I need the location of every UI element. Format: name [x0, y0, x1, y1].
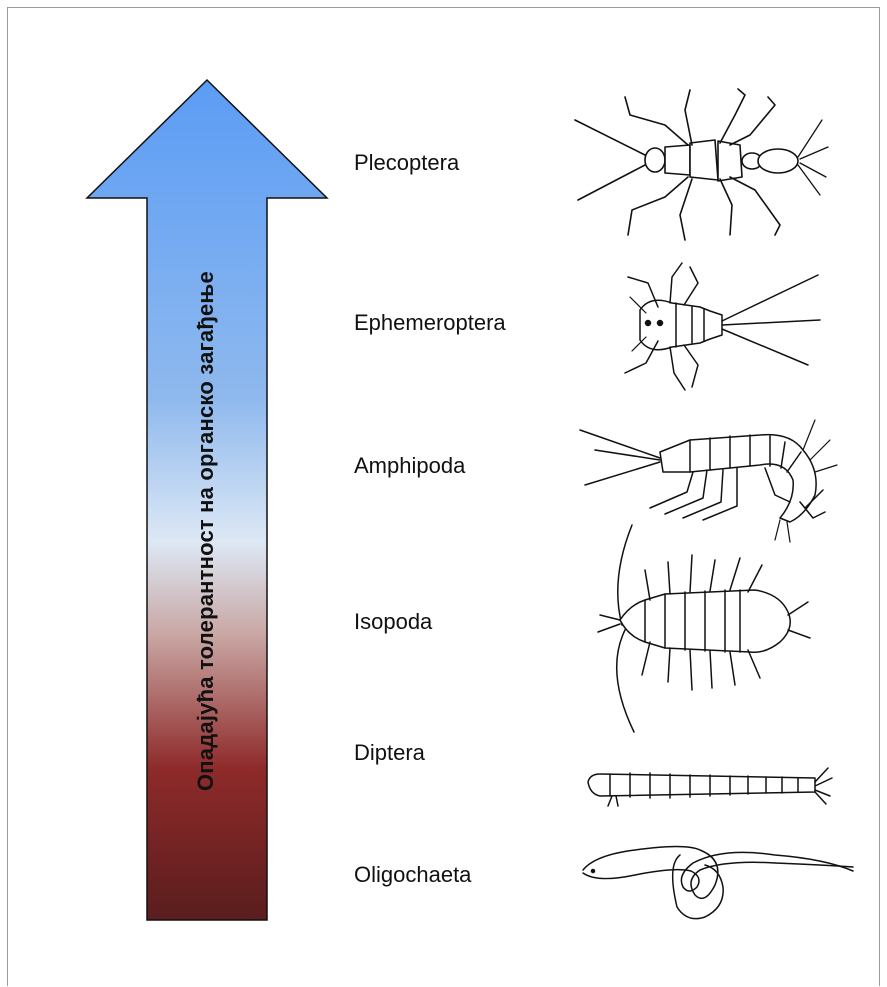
taxon-label-isopoda: Isopoda [354, 609, 432, 635]
stonefly-nymph-icon [570, 85, 830, 245]
isopod-icon [590, 520, 815, 735]
taxon-label-plecoptera: Plecoptera [354, 150, 459, 176]
mayfly-nymph-icon [610, 255, 835, 405]
arrow-label: Опадајућа толерантност на органско загађ… [186, 211, 226, 851]
worm-icon [575, 825, 860, 925]
taxon-label-amphipoda: Amphipoda [354, 453, 465, 479]
taxon-label-oligochaeta: Oligochaeta [354, 862, 471, 888]
taxon-label-diptera: Diptera [354, 740, 425, 766]
taxon-label-ephemeroptera: Ephemeroptera [354, 310, 506, 336]
fly-larva-icon [580, 760, 835, 810]
